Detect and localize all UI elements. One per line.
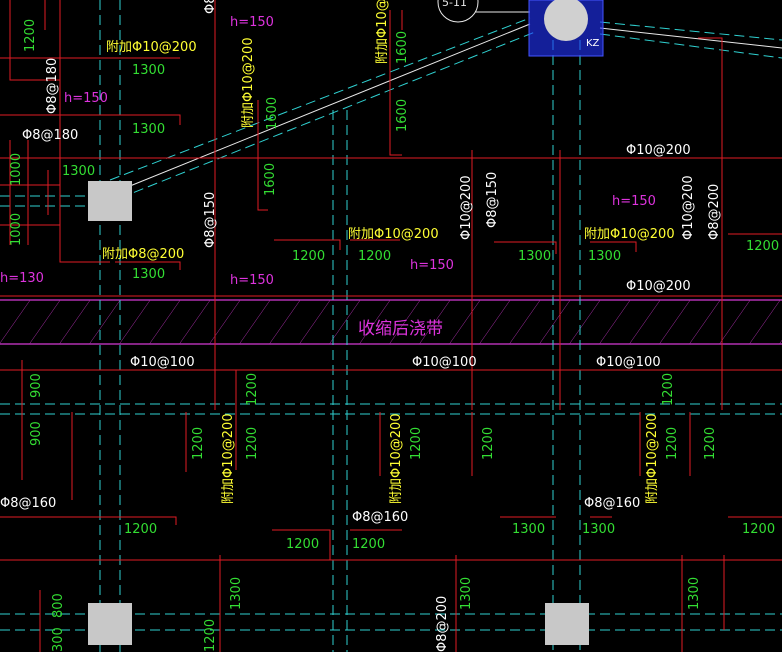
- dimension-label: 1300: [687, 577, 702, 610]
- dimension-label: 1200: [286, 537, 319, 552]
- dimension-label: 1200: [352, 537, 385, 552]
- dimension-label: 1200: [203, 619, 218, 652]
- thickness-label: h=150: [230, 273, 274, 288]
- rebar-label: Φ8@160: [0, 496, 56, 511]
- dimension-label: 1300: [582, 522, 615, 537]
- slab-edge-lines: [129, 11, 782, 187]
- column-1: [88, 181, 132, 221]
- dimension-label: 1200: [742, 522, 775, 537]
- post-cast-strip-label: 收缩后浇带: [358, 319, 443, 339]
- rebar-label: Φ10@200: [626, 279, 691, 294]
- dimension-label: 300: [51, 627, 66, 652]
- rebar-label: Φ10@200: [681, 175, 696, 240]
- dimension-label: 900: [29, 373, 44, 398]
- dimension-label: 800: [51, 593, 66, 618]
- dimension-label: 1600: [263, 163, 278, 196]
- thickness-label: h=150: [612, 194, 656, 209]
- dimension-label: 1200: [292, 249, 325, 264]
- rebar-label: Φ8@180: [45, 58, 60, 114]
- rebar-label: Φ10@100: [130, 355, 195, 370]
- additional-rebar-label: 附加Φ10@200: [375, 0, 390, 64]
- additional-rebar-label: 附加Φ10@200: [584, 227, 675, 242]
- rebar-label: Φ8@160: [584, 496, 640, 511]
- dimension-label: 1300: [229, 577, 244, 610]
- rebar-label: Φ8@160: [352, 510, 408, 525]
- additional-rebar-label: 附加Φ10@200: [348, 227, 439, 242]
- thickness-label: h=150: [64, 91, 108, 106]
- grid-bubble: [437, 0, 479, 23]
- column-3: [545, 603, 589, 645]
- rebar-label: Φ8@200: [707, 184, 722, 240]
- dimension-label: 1200: [481, 427, 496, 460]
- dimension-label: 1300: [459, 577, 474, 610]
- additional-rebar-label: 附加Φ10@200: [241, 37, 256, 128]
- thickness-label: h=150: [410, 258, 454, 273]
- dimension-label: 1200: [358, 249, 391, 264]
- columns: [88, 0, 604, 645]
- dimension-label: 1200: [245, 427, 260, 460]
- rebar-label: Φ8@150: [203, 192, 218, 248]
- dimension-label: 1300: [512, 522, 545, 537]
- column-round: [544, 0, 588, 41]
- post-cast-strip: [0, 299, 782, 345]
- rebar-label: Φ8@180: [22, 128, 78, 143]
- dimension-label: 1300: [588, 249, 621, 264]
- dimension-label: 1000: [9, 213, 24, 246]
- dimension-label: 1200: [245, 373, 260, 406]
- dimension-label: 1200: [661, 373, 676, 406]
- additional-rebar-label: 附加Φ10@200: [389, 413, 404, 504]
- additional-rebar-label: 附加Φ8@200: [102, 247, 184, 262]
- rebar-labels-partial: Φ8@200: [435, 596, 450, 652]
- dimension-label: 900: [29, 421, 44, 446]
- dimension-label: 1200: [409, 427, 424, 460]
- dimension-label: 1200: [191, 427, 206, 460]
- additional-rebar-labels: 附加Φ10@200 附加Φ8@200 附加Φ10@200 附加Φ10@200 附…: [102, 0, 675, 504]
- thickness-label: h=150: [230, 15, 274, 30]
- rebar-label: Φ8@200: [435, 596, 450, 652]
- slab-thickness-labels: h=150 h=150 h=150 h=150 h=150 h=130: [0, 15, 656, 288]
- thickness-label: h=130: [0, 271, 44, 286]
- rebar-label: Φ10@100: [596, 355, 661, 370]
- additional-rebar-label: 附加Φ10@200: [106, 40, 197, 55]
- rebar-labels-vertical: Φ8@180 Φ8@150 Φ8@150 Φ8@150 Φ10@200 Φ10@…: [45, 0, 722, 248]
- dimension-label: 1200: [124, 522, 157, 537]
- dimension-label: 1300: [62, 164, 95, 179]
- rebar-labels: Φ8@180 Φ10@200 Φ10@200 Φ10@100 Φ10@100 Φ…: [0, 128, 691, 525]
- dimension-label: 1300: [518, 249, 551, 264]
- rebar-label: Φ10@100: [412, 355, 477, 370]
- dimension-label: 1200: [746, 239, 779, 254]
- dimension-label: 1200: [703, 427, 718, 460]
- grid-tag: 5-11: [442, 0, 467, 9]
- rebar-label: Φ8@150: [485, 172, 500, 228]
- dimension-label: 1300: [132, 63, 165, 78]
- dimension-labels: 1300 1300 1300 1300 1200 1200 1300 1300 …: [62, 63, 779, 552]
- column-tag: KZ: [586, 38, 600, 49]
- dimension-label: 1600: [395, 31, 410, 64]
- rebar-label: Φ8@150: [203, 0, 218, 14]
- rebar-label: Φ10@200: [626, 143, 691, 158]
- dimension-label: 1300: [132, 122, 165, 137]
- dimension-labels-vertical: 1200 1600 1600 1600 1600 1000 1000 900 9…: [9, 19, 718, 652]
- dimension-label: 1600: [265, 97, 280, 130]
- dimension-label: 1200: [665, 427, 680, 460]
- dimension-label: 1000: [9, 153, 24, 186]
- dimension-label: 1600: [395, 99, 410, 132]
- column-2: [88, 603, 132, 645]
- dimension-label: 1200: [23, 19, 38, 52]
- dimension-label: 1300: [132, 267, 165, 282]
- additional-rebar-label: 附加Φ10@200: [645, 413, 660, 504]
- additional-rebar-label: 附加Φ10@200: [221, 413, 236, 504]
- rebar-label: Φ10@200: [459, 175, 474, 240]
